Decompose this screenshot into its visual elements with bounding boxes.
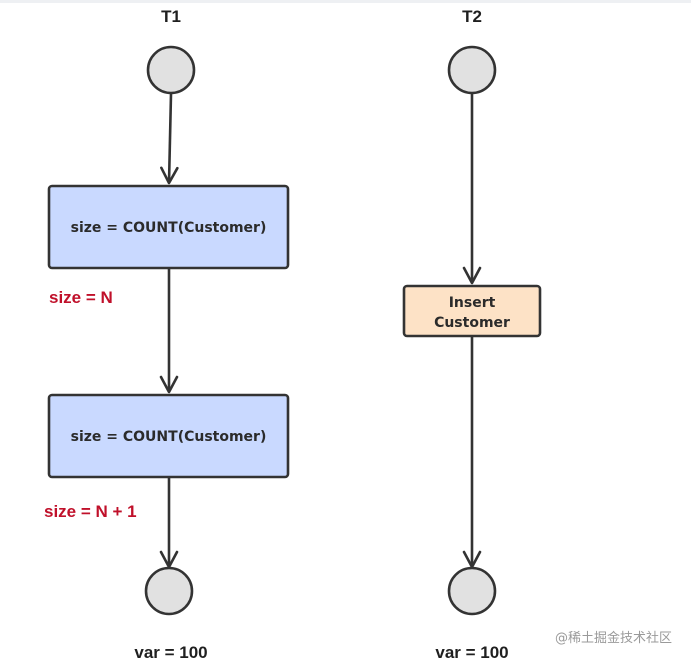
t1-start-node bbox=[146, 45, 196, 95]
t1-note-size-n: size = N bbox=[49, 288, 113, 307]
t2-footer-var: var = 100 bbox=[435, 643, 508, 662]
t1-step2-label: size = COUNT(Customer) bbox=[71, 429, 267, 445]
watermark-text: @稀土掘金技术社区 bbox=[555, 630, 672, 646]
lane-title-t1: T1 bbox=[161, 7, 181, 26]
t2-insert-box bbox=[402, 284, 542, 338]
t1-footer-var: var = 100 bbox=[134, 643, 207, 662]
t1-note-size-n-plus-1: size = N + 1 bbox=[44, 502, 137, 521]
t2-insert-label-line1: Insert bbox=[449, 295, 496, 311]
t1-end-node bbox=[144, 566, 194, 616]
t2-insert-label-line2: Customer bbox=[434, 315, 510, 331]
t2-start-node bbox=[447, 45, 497, 95]
top-divider bbox=[0, 0, 691, 3]
lane-title-t2: T2 bbox=[462, 7, 482, 26]
t1-step2-box bbox=[47, 393, 290, 479]
t1-step1-box bbox=[47, 184, 290, 270]
t1-step1-label: size = COUNT(Customer) bbox=[71, 220, 267, 236]
t2-end-node bbox=[447, 566, 497, 616]
t1-arrow-start-to-step1 bbox=[160, 93, 179, 185]
